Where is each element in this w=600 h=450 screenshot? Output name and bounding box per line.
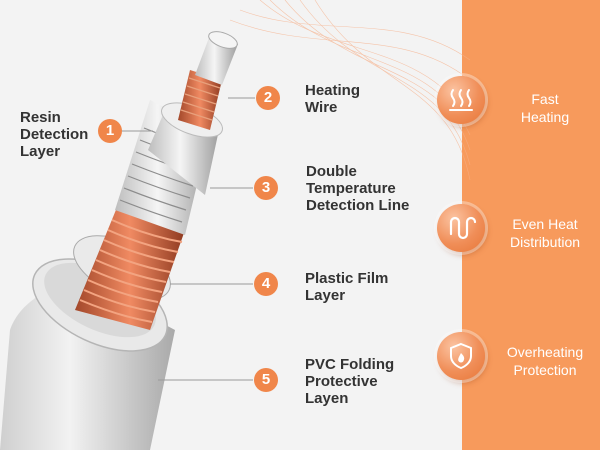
layer-label-1: Resin Detection Layer [20, 109, 89, 160]
layer-label-2: Heating Wire [305, 82, 361, 116]
layer-badge-5: 5 [254, 368, 278, 392]
features-panel [462, 0, 600, 450]
copper-coil [75, 200, 185, 330]
layer-badge-4: 4 [254, 272, 278, 296]
layer-label-3: Double Temperature Detection Line [306, 163, 410, 214]
feature-label-even-heat: Even Heat Distribution [509, 216, 581, 250]
feature-label-fast-heating: Fast Heating [520, 91, 570, 125]
layer-badge-3: 3 [254, 176, 278, 200]
layer-label-4: Plastic Film Layer [305, 270, 389, 304]
flame-shield-icon [437, 332, 485, 380]
layer-badge-2: 2 [256, 86, 280, 110]
layer-badge-1: 1 [98, 119, 122, 143]
coil-icon [437, 204, 485, 252]
layer-label-5: PVC Folding Protective Layen [305, 356, 395, 407]
heat-waves-icon [437, 76, 485, 124]
feature-label-overheating: Overheating Protection [506, 344, 584, 378]
